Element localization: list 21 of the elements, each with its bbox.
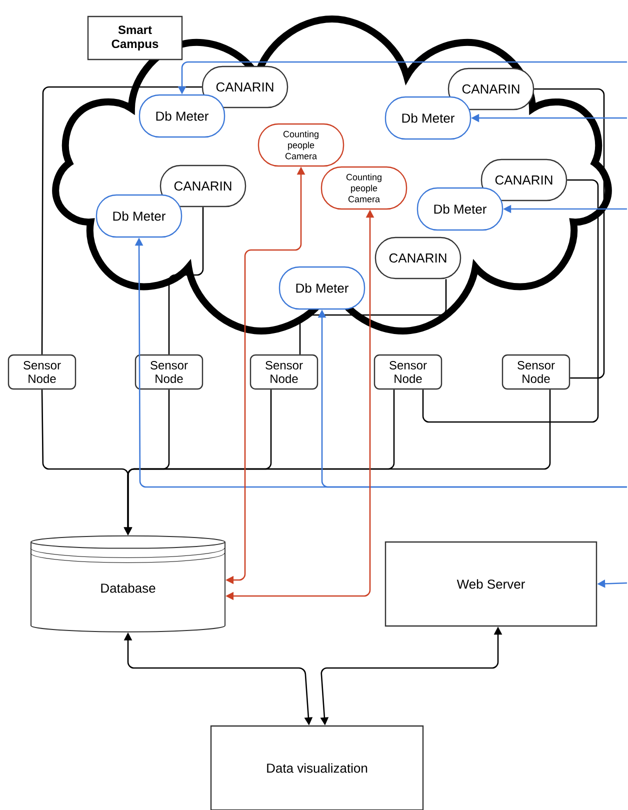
visualization-box: Data visualization — [210, 725, 424, 810]
sensor-device-box: CANARIN — [374, 236, 462, 280]
meter-box: Db Meter — [138, 94, 226, 138]
sensor-node-box: Sensor Node — [250, 354, 318, 390]
sensor-device-box: CANARIN — [202, 66, 288, 108]
server-box: Web Server — [384, 541, 598, 627]
meter-box: Db Meter — [278, 266, 366, 310]
sensor-device-box: CANARIN — [480, 158, 568, 202]
sensor-node-box: Sensor Node — [374, 354, 442, 390]
meter-box: Db Meter — [96, 194, 182, 238]
meter-box: Db Meter — [416, 187, 504, 231]
camera-box: Counting people Camera — [258, 123, 344, 167]
sensor-node-box: Sensor Node — [8, 354, 76, 390]
sensor-device-box: CANARIN — [160, 164, 246, 208]
meter-box: Db Meter — [384, 96, 472, 140]
title-box: Smart Campus — [87, 16, 183, 60]
sensor-device-box: CANARIN — [448, 68, 534, 110]
camera-box: Counting people Camera — [320, 166, 408, 210]
sensor-node-box: Sensor Node — [134, 354, 204, 390]
database-cylinder: Database — [30, 535, 226, 632]
sensor-node-box: Sensor Node — [502, 354, 570, 390]
